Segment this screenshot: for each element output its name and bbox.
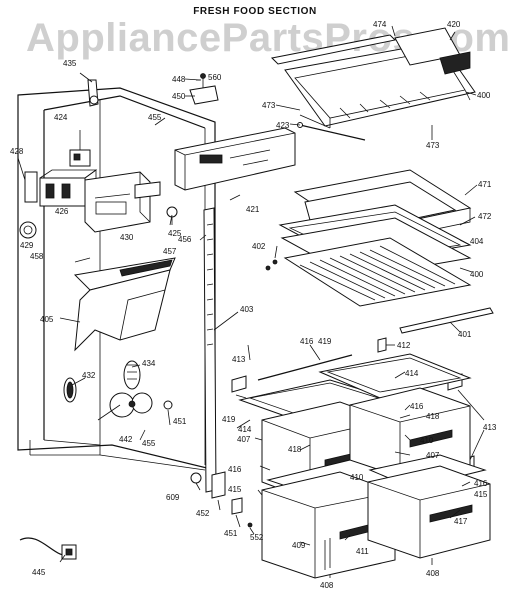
part-405-bin [73, 257, 176, 352]
callout-442: 442 [119, 435, 133, 444]
part-450-hinge [189, 73, 219, 105]
callout-428: 428 [10, 147, 24, 156]
callout-404: 404 [470, 237, 484, 246]
callout-417: 417 [454, 517, 468, 526]
callout-452: 452 [196, 509, 210, 518]
callout-609: 609 [166, 493, 180, 502]
part-442-fan [97, 392, 153, 421]
part-445-harness [19, 537, 77, 560]
callout-419-left: 419 [222, 415, 236, 424]
leader-lines [59, 25, 485, 578]
callout-409: 409 [292, 541, 306, 550]
callout-419-top: 419 [318, 337, 332, 346]
callout-448: 448 [172, 75, 186, 84]
part-552-screw [247, 522, 253, 528]
callout-471: 471 [478, 180, 492, 189]
callout-408-left: 408 [320, 581, 334, 590]
callout-414-left: 414 [238, 425, 252, 434]
callout-414-top: 414 [405, 369, 419, 378]
callout-473-right: 473 [426, 141, 440, 150]
callout-418-right: 418 [426, 412, 440, 421]
callout-457: 457 [163, 247, 177, 256]
part-432-socket [63, 377, 77, 403]
callout-413-right: 413 [483, 423, 497, 432]
callout-432: 432 [82, 371, 96, 380]
callout-408-right: 408 [426, 569, 440, 578]
part-429-knob [19, 221, 37, 239]
callout-416-left: 416 [228, 465, 242, 474]
callout-434: 434 [142, 359, 156, 368]
callout-labels: 435 448 560 450 474 420 400 473 473 423 … [10, 20, 497, 590]
callout-455-bottom: 455 [142, 439, 156, 448]
part-414-covers [238, 353, 472, 423]
part-451-clip [163, 400, 173, 410]
callout-415-left: 415 [228, 485, 242, 494]
callout-416-top: 416 [300, 337, 314, 346]
part-416-rod [257, 354, 353, 381]
section-title: FRESH FOOD SECTION [193, 6, 317, 17]
callout-552: 552 [250, 533, 264, 542]
callout-473-left: 473 [262, 101, 276, 110]
callout-407-right: 407 [426, 451, 440, 460]
callout-420: 420 [447, 20, 461, 29]
callout-455-top: 455 [148, 113, 162, 122]
part-435-clip [79, 72, 99, 107]
part-423-rod [297, 122, 366, 141]
callout-403: 403 [240, 305, 254, 314]
part-451-screw [231, 497, 243, 515]
part-474-shelf [270, 34, 476, 129]
callout-411: 411 [356, 547, 369, 556]
part-402-screws [265, 259, 278, 271]
part-408-drawer-right [367, 465, 491, 559]
callout-424: 424 [54, 113, 68, 122]
callout-416-lower: 416 [474, 479, 488, 488]
part-420-control [394, 27, 471, 75]
part-434-lens [123, 360, 141, 390]
callout-421: 421 [246, 205, 260, 214]
callout-423: 423 [276, 121, 290, 130]
part-403-rail [203, 207, 239, 493]
callout-450: 450 [172, 92, 186, 101]
callout-560: 560 [208, 73, 222, 82]
part-400-wire-shelf [283, 237, 472, 307]
callout-416-right: 416 [410, 402, 424, 411]
callout-410-right: 410 [420, 436, 434, 445]
callout-410-left: 410 [350, 473, 364, 482]
callout-451-bottom: 451 [224, 529, 238, 538]
part-430-housing [84, 171, 161, 233]
callout-456: 456 [178, 235, 192, 244]
callout-400-mid: 400 [470, 270, 484, 279]
callout-445: 445 [32, 568, 46, 577]
callout-413-left: 413 [232, 355, 246, 364]
callout-472: 472 [478, 212, 492, 221]
callout-405: 405 [40, 315, 54, 324]
callout-407-left: 407 [237, 435, 251, 444]
callout-426: 426 [55, 207, 69, 216]
callout-429: 429 [20, 241, 34, 250]
callout-425: 425 [168, 229, 182, 238]
callout-415-right: 415 [474, 490, 488, 499]
callout-451-left: 451 [173, 417, 187, 426]
callout-458: 458 [30, 252, 44, 261]
callout-400-top: 400 [477, 91, 491, 100]
callout-418-left: 418 [288, 445, 302, 454]
part-401-strip [399, 307, 494, 334]
part-421-panel [174, 127, 296, 191]
part-609-cap [190, 472, 202, 484]
callout-412: 412 [397, 341, 411, 350]
callout-430: 430 [120, 233, 134, 242]
part-424-control [69, 130, 91, 167]
part-412-clip [377, 337, 387, 353]
callout-435: 435 [63, 59, 77, 68]
callout-402: 402 [252, 242, 266, 251]
callout-474: 474 [373, 20, 387, 29]
part-452-bracket [211, 471, 226, 499]
callout-401: 401 [458, 330, 472, 339]
part-408-drawer-left [261, 471, 396, 579]
